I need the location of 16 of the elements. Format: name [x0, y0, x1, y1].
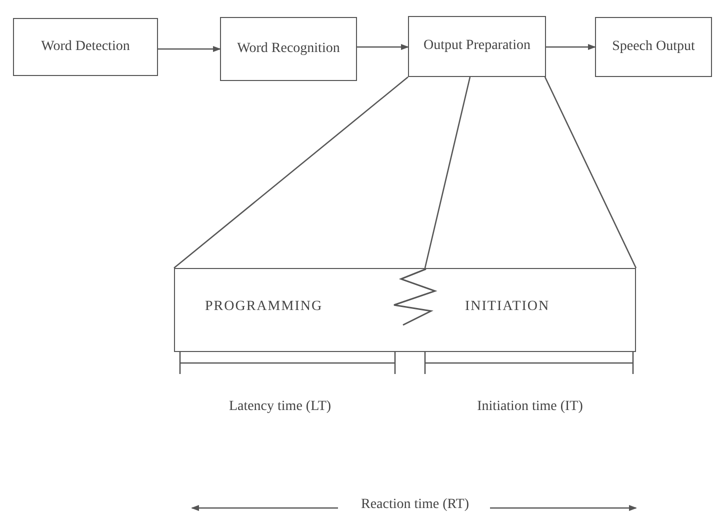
arrow [158, 46, 221, 52]
process-box: Word Detection [13, 18, 158, 76]
process-box: Speech Output [595, 17, 712, 77]
zoom-line [544, 76, 637, 268]
process-box: Word Recognition [220, 17, 357, 81]
time-label: Latency time (LT) [228, 398, 332, 416]
zoom-line [424, 76, 471, 268]
process-box: Output Preparation [408, 16, 546, 77]
stage-label: PROGRAMMING [205, 299, 323, 315]
time-label: Reaction time (RT) [360, 497, 470, 514]
arrow [357, 44, 409, 50]
time-label: Initiation time (IT) [476, 398, 584, 416]
arrow [546, 44, 596, 50]
zoom-line [174, 76, 408, 268]
stage-band [174, 268, 636, 352]
stage-label: INITIATION [465, 299, 550, 315]
